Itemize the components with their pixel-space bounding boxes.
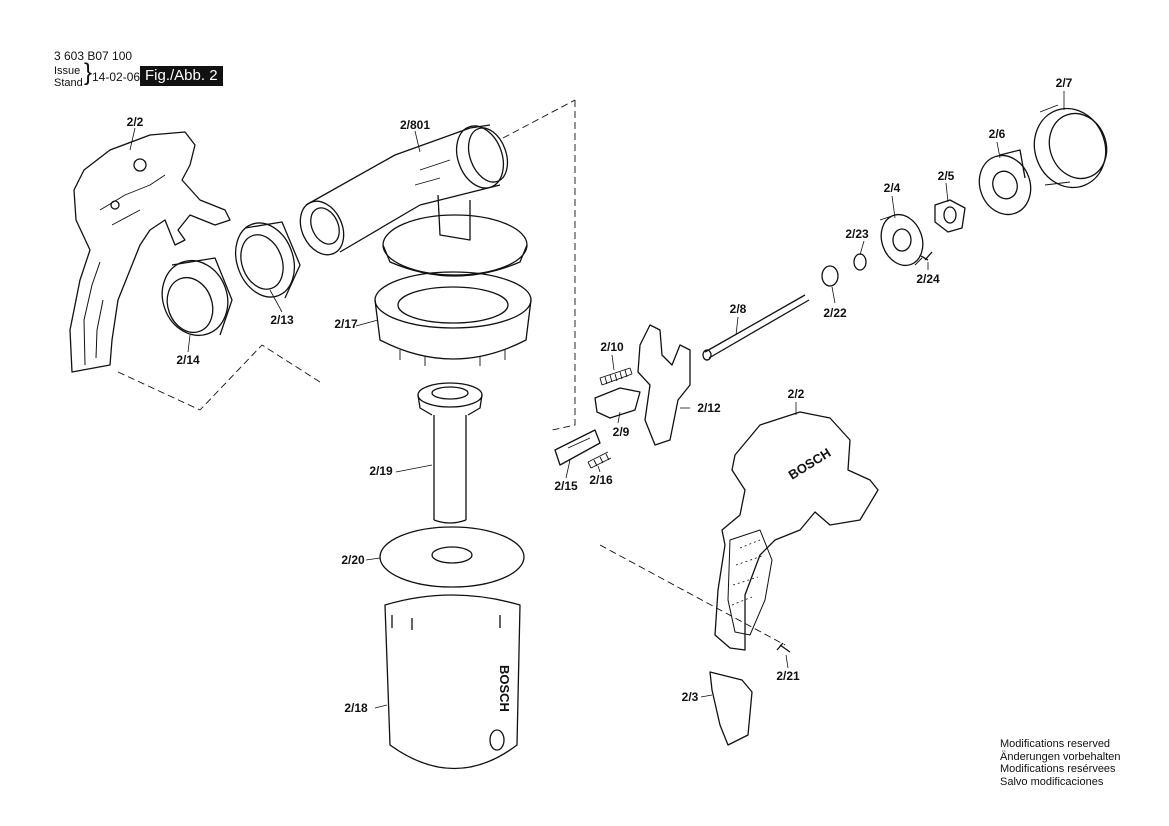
lid-ring-2-17	[374, 271, 532, 366]
part-label: 2/13	[270, 313, 294, 327]
screw-2-24	[920, 251, 933, 261]
part-label: 2/3	[681, 690, 699, 704]
notice-line: Salvo modificaciones	[1000, 775, 1104, 788]
spring-2-10	[599, 367, 633, 386]
brace-glyph: }	[84, 59, 93, 86]
part-label: 2/22	[823, 306, 847, 320]
assembly-dash-lines	[117, 99, 786, 646]
part-label: 2/2	[787, 387, 805, 401]
part-label: 2/2	[126, 115, 144, 129]
part-label: 2/14	[176, 353, 200, 367]
handle-half-left	[69, 131, 231, 373]
handle-tip-2-3	[709, 671, 753, 746]
plate-2-15	[554, 429, 601, 466]
stand-label: Stand	[54, 77, 83, 89]
brand-mark-container: BOSCH	[497, 665, 512, 712]
handle-half-right	[714, 411, 879, 651]
gasket-disc	[379, 526, 525, 588]
issue-label: Issue	[54, 65, 81, 77]
part-label: 2/801	[399, 118, 431, 132]
part-label: 2/6	[988, 127, 1006, 141]
part-label: 2/9	[612, 425, 630, 439]
modifications-notice: Modifications reserved Änderungen vorbeh…	[1000, 738, 1120, 788]
part-label: 2/19	[369, 464, 393, 478]
part-label: 2/8	[729, 302, 747, 316]
notice-line: Änderungen vorbehalten	[1000, 750, 1121, 763]
part-label: 2/15	[554, 479, 578, 493]
part-label: 2/23	[845, 227, 869, 241]
part-label: 2/24	[916, 272, 940, 286]
leader-lines	[129, 91, 1065, 709]
part-label: 2/20	[341, 553, 365, 567]
part-label: 2/12	[697, 401, 721, 415]
part-label: 2/18	[344, 701, 368, 715]
document-number: 3 603 B07 100	[54, 49, 133, 63]
valve-2-9	[594, 387, 641, 419]
issue-date: 14-02-06	[92, 70, 141, 84]
part-label: 2/21	[776, 669, 800, 683]
o-ring-2-22	[821, 265, 839, 287]
part-label: 2/5	[937, 169, 955, 183]
ring-2-13	[235, 221, 301, 299]
brand-mark-handle: BOSCH	[786, 445, 834, 483]
nozzle-2-4	[879, 213, 924, 267]
notice-line: Modifications reserved	[1000, 738, 1111, 750]
air-cap-2-6	[978, 149, 1032, 216]
part-label: 2/10	[600, 340, 624, 354]
figure-label: Fig./Abb. 2	[140, 66, 223, 86]
suction-tube	[417, 382, 483, 524]
nut-2-5	[934, 199, 966, 233]
paint-container	[384, 594, 521, 770]
notice-line: Modifications resérvees	[1000, 763, 1116, 775]
o-ring-2-23	[853, 253, 867, 271]
trigger	[637, 324, 691, 446]
nozzle-ring-small	[161, 257, 233, 336]
spring-2-16	[587, 451, 612, 469]
cap-2-7	[1033, 104, 1108, 189]
container-lid	[382, 214, 528, 277]
part-label: 2/7	[1055, 76, 1073, 90]
part-label: 2/4	[883, 181, 901, 195]
needle-rod	[702, 294, 810, 361]
part-label: 2/16	[589, 473, 613, 487]
screw-2-21	[776, 642, 791, 653]
part-label: 2/17	[334, 317, 358, 331]
gun-body-tube	[299, 124, 509, 256]
